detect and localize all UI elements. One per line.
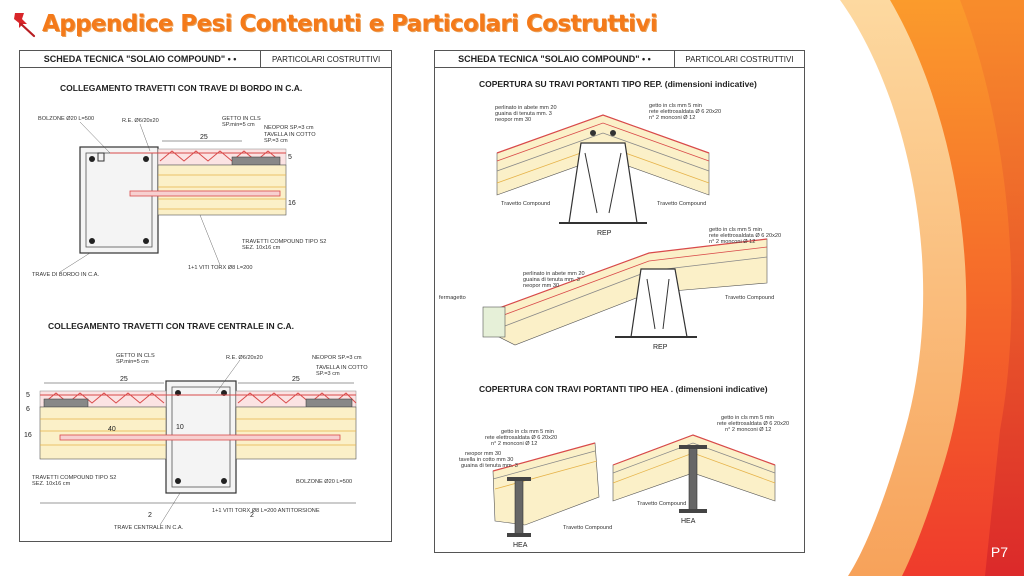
- label-guaina-hea: guaina di tenuta mm. 3: [461, 463, 518, 469]
- pushpin-icon: [14, 13, 36, 38]
- rep-label-2: REP: [653, 344, 668, 351]
- label-rete-2: rete elettrosaldata Ø 6 20x20: [709, 233, 781, 239]
- label-joist-section: SEZ. 10x16 cm: [32, 481, 71, 487]
- hea-label-2: HEA: [681, 518, 696, 525]
- dimension-5: 5: [26, 392, 30, 399]
- label-guaina-1: guaina di tenuta mm. 3: [495, 111, 552, 117]
- dimension-16: 16: [24, 432, 32, 439]
- label-tile-thickness: SP.=3 cm: [316, 371, 340, 377]
- label-joists: TRAVETTI COMPOUND TIPO S2: [242, 239, 326, 245]
- label-neopor: NEOPOR SP.=3 cm: [312, 355, 362, 361]
- joist-label-right: Travetto Compound: [657, 201, 706, 207]
- label-fermagetto: fermagetto: [439, 295, 466, 301]
- joist-label-left: Travetto Compound: [501, 201, 550, 207]
- label-perlinato-1: perlinato in abete mm 20: [495, 105, 557, 111]
- hea-roof-drawing: HEA Travetto Compound getto in cls mm 5 …: [459, 415, 789, 549]
- label-screws: 1+1 VITI TORX Ø8 L=200: [188, 265, 252, 271]
- label-rebar: R.E. Ø6/20x20: [122, 118, 159, 124]
- label-ferri-1: n° 2 monconi Ø 12: [649, 115, 695, 121]
- dimension-2-right: 2: [250, 512, 254, 519]
- hea-label-1: HEA: [513, 542, 528, 549]
- dimension-40: 40: [108, 426, 116, 433]
- label-bolzone: BOLZONE Ø20 L=500: [38, 116, 94, 122]
- label-neopor: NEOPOR SP.=3 cm: [264, 125, 314, 131]
- dimension-2-left: 2: [148, 512, 152, 519]
- label-getto-hea-r: getto in cls mm 5 min: [721, 415, 774, 421]
- label-rete-hea: rete elettrosaldata Ø 6 20x20: [485, 435, 557, 441]
- dimension-25: 25: [200, 134, 208, 141]
- label-central-beam: TRAVE CENTRALE IN C.A.: [114, 525, 184, 531]
- label-guaina-2: guaina di tenuta mm. 3: [523, 277, 580, 283]
- section-title-edge-beam: COLLEGAMENTO TRAVETTI CON TRAVE DI BORDO…: [60, 83, 303, 93]
- technical-sheet-left: SCHEDA TECNICA "SOLAIO COMPOUND" • • PAR…: [19, 50, 392, 542]
- rep-label-1: REP: [597, 230, 612, 237]
- joist-label-hea-1: Travetto Compound: [563, 525, 612, 531]
- dimension-16: 16: [288, 200, 296, 207]
- sheet-header: SCHEDA TECNICA "SOLAIO COMPOUND" • • PAR…: [20, 51, 391, 68]
- sheet-header-subtitle: PARTICOLARI COSTRUTTIVI: [685, 54, 794, 64]
- label-bolzone: BOLZONE Ø20 L=500: [296, 479, 352, 485]
- sheet-header-title: SCHEDA TECNICA "SOLAIO COMPOUND" • •: [435, 51, 675, 67]
- dimension-25-right: 25: [292, 376, 300, 383]
- label-joists: TRAVETTI COMPOUND TIPO S2: [32, 475, 116, 481]
- sheet-header: SCHEDA TECNICA "SOLAIO COMPOUND" • • PAR…: [435, 51, 804, 68]
- sheet-header-title: SCHEDA TECNICA "SOLAIO COMPOUND" • •: [20, 51, 262, 67]
- dimension-6: 6: [26, 406, 30, 413]
- edge-beam-drawing: 25 5 16 BOLZONE Ø20 L=500 R.E. Ø6/20x20 …: [32, 116, 326, 278]
- label-rebar: R.E. Ø6/20x20: [226, 355, 263, 361]
- label-tavella-hea: tavella in cotto mm 30: [459, 457, 513, 463]
- label-rete-1: rete elettrosaldata Ø 6 20x20: [649, 109, 721, 115]
- label-joist-section: SEZ. 10x16 cm: [242, 245, 281, 251]
- label-getto-2: getto in cls mm 5 min: [709, 227, 762, 233]
- dimension-5: 5: [288, 154, 292, 161]
- dimension-25-left: 25: [120, 376, 128, 383]
- joist-label-3: Travetto Compound: [725, 295, 774, 301]
- section-title-rep-roof: COPERTURA SU TRAVI PORTANTI TIPO REP. (d…: [479, 79, 757, 89]
- label-rete-hea-r: rete elettrosaldata Ø 6 20x20: [717, 421, 789, 427]
- section-title-hea-roof: COPERTURA CON TRAVI PORTANTI TIPO HEA . …: [479, 384, 768, 394]
- label-concrete: GETTO IN CLS: [116, 353, 155, 359]
- label-neopor-1: neopor mm 30: [495, 117, 531, 123]
- label-tile: TAVELLA IN COTTO: [316, 365, 368, 371]
- label-concrete-thickness: SP.min=5 cm: [222, 122, 255, 128]
- label-neopor-hea: neopor mm 30: [465, 451, 501, 457]
- rep-roof-drawing: REP Travetto Compound Travetto Compound …: [439, 103, 781, 351]
- label-ferri-hea-r: n° 2 monconi Ø 12: [725, 427, 771, 433]
- label-edge-beam: TRAVE DI BORDO IN C.A.: [32, 272, 99, 278]
- technical-sheet-right: SCHEDA TECNICA "SOLAIO COMPOUND" • • PAR…: [434, 50, 805, 553]
- slide-header: Appendice Pesi Contenuti e Particolari C…: [10, 6, 658, 42]
- label-getto-hea: getto in cls mm 5 min: [501, 429, 554, 435]
- label-concrete: GETTO IN CLS: [222, 116, 261, 122]
- label-screws: 1+1 VITI TORX Ø8 L=200 ANTITORSIONE: [212, 508, 320, 514]
- label-getto-1: getto in cls mm 5 min: [649, 103, 702, 109]
- dimension-10: 10: [176, 424, 184, 431]
- label-ferri-hea: n° 2 monconi Ø 12: [491, 441, 537, 447]
- joist-label-hea-2: Travetto Compound: [637, 501, 686, 507]
- label-concrete-thickness: SP.min=5 cm: [116, 359, 149, 365]
- section-title-central-beam: COLLEGAMENTO TRAVETTI CON TRAVE CENTRALE…: [48, 321, 295, 331]
- central-beam-drawing: 25 25 5 6 16 40 10 2 2 GETTO IN CLS SP.m…: [24, 353, 368, 531]
- label-tile: TAVELLA IN COTTO: [264, 132, 316, 138]
- slide-title: Appendice Pesi Contenuti e Particolari C…: [42, 11, 658, 37]
- sheet-header-subtitle: PARTICOLARI COSTRUTTIVI: [272, 54, 381, 64]
- label-tile-thickness: SP.=3 cm: [264, 138, 288, 144]
- label-perlinato-2: perlinato in abete mm 20: [523, 271, 585, 277]
- label-ferri-2: n° 2 monconi Ø 12: [709, 239, 755, 245]
- page-number: P7: [990, 544, 1008, 560]
- label-neopor-2: neopor mm 30: [523, 283, 559, 289]
